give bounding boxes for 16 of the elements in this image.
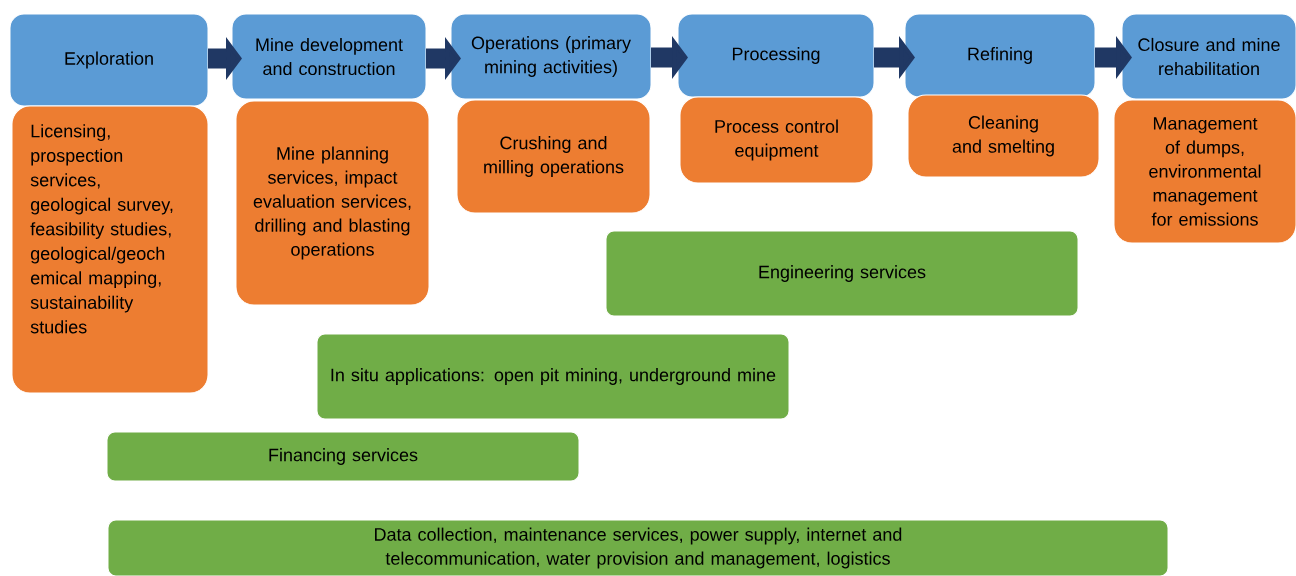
stage-box: Refining xyxy=(904,13,1096,98)
activity-box: Licensing, prospection services, geological survey, feasibility studies, geological/geoch emical mapping, sustainability studies xyxy=(11,105,209,394)
service-bar: Financing services xyxy=(106,431,580,482)
service-bar: Engineering services xyxy=(605,230,1079,317)
stage-box: Closure and mine rehabilitation xyxy=(1121,13,1296,100)
service-bar: Data collection, maintenance services, power supply, internet and telecommunication, water provision and management, logistics xyxy=(107,519,1169,576)
activity-box: Mine planning services, impact evaluation services, drilling and blasting operations xyxy=(235,100,430,306)
activity-box: Management of dumps, environmental management for emissions xyxy=(1113,99,1296,244)
stage-box: Exploration xyxy=(9,13,209,107)
activity-box: Cleaning and smelting xyxy=(907,94,1100,178)
service-bar: In situ applications: open pit mining, underground mine xyxy=(316,333,790,420)
activity-box: Process control equipment xyxy=(679,96,874,184)
stage-box: Operations (primary mining activities) xyxy=(450,13,652,100)
stage-box: Mine development and construction xyxy=(231,13,427,100)
stage-box: Processing xyxy=(677,13,875,98)
activity-box: Crushing and milling operations xyxy=(456,99,651,214)
